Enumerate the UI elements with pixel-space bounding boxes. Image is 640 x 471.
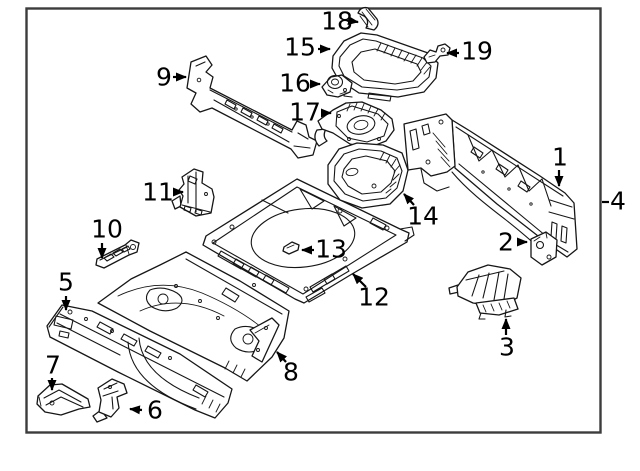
part-18-strap-bracket[interactable] [357,6,379,31]
callout-8-arrow [276,351,288,363]
part-7-channel-bracket[interactable] [36,383,91,416]
callout-13-number[interactable]: 13 [315,235,347,264]
part-3-rear-support-bracket[interactable] [448,264,522,320]
callout-3-number[interactable]: 3 [499,333,515,362]
callout-2-number[interactable]: 2 [498,228,514,257]
callout-18-number[interactable]: 18 [321,7,353,36]
callout-17-number[interactable]: 17 [289,98,321,127]
callout-12-arrow [352,273,367,288]
callout-15[interactable]: 15 [284,33,331,62]
callout-5-number[interactable]: 5 [58,268,74,297]
callout-19[interactable]: 19 [446,37,493,66]
callout-14-arrow [403,193,415,206]
callout-18-arrow [347,16,359,26]
callout-13[interactable]: 13 [301,235,347,264]
part-2-mounting-plate[interactable] [530,231,558,266]
callout-10-number[interactable]: 10 [91,215,123,244]
callout-15-number[interactable]: 15 [284,33,316,62]
callout-9-number[interactable]: 9 [156,63,172,92]
callout-5[interactable]: 5 [58,268,74,311]
callout-18[interactable]: 18 [321,7,359,36]
callout-4[interactable]: 4 [602,187,626,216]
callout-1[interactable]: 1 [552,143,568,187]
part-12-rear-floor-pan[interactable] [202,178,415,304]
callout-7-number[interactable]: 7 [45,351,61,380]
callout-1-number[interactable]: 1 [552,143,568,172]
callout-11-number[interactable]: 11 [142,178,174,207]
part-14-under-floor-tub[interactable] [327,142,409,209]
part-9-crossmember[interactable] [186,55,318,159]
part-5-side-member-panel[interactable] [46,304,233,419]
callout-16-number[interactable]: 16 [279,69,311,98]
part-6-corner-bracket[interactable] [92,378,128,423]
part-19-hook-clip[interactable] [423,43,451,64]
part-17-clamp-bracket[interactable] [314,101,395,149]
callout-8[interactable]: 8 [276,351,299,387]
callout-6-number[interactable]: 6 [147,396,163,425]
callout-4-number[interactable]: 4 [610,187,626,216]
callout-17[interactable]: 17 [289,98,332,127]
part-10-rail-bracket[interactable] [95,239,140,269]
callout-12-number[interactable]: 12 [358,283,390,312]
callout-6[interactable]: 6 [129,396,163,425]
callout-10[interactable]: 10 [91,215,123,259]
callout-7[interactable]: 7 [45,351,61,391]
part-8-center-floor-pan[interactable] [97,251,290,382]
callout-19-number[interactable]: 19 [461,37,493,66]
callout-16[interactable]: 16 [279,69,321,98]
diagram-border [25,7,602,434]
callout-3[interactable]: 3 [499,318,515,362]
callout-14-number[interactable]: 14 [407,202,439,231]
part-13-floor-clip[interactable] [282,241,300,255]
callout-11[interactable]: 11 [142,178,184,207]
callout-12[interactable]: 12 [352,273,390,312]
callout-9[interactable]: 9 [156,63,187,92]
part-1-rear-body-panel[interactable] [403,113,578,258]
callout-14[interactable]: 14 [403,193,439,231]
part-16-mount-cap[interactable] [321,74,353,98]
callout-2[interactable]: 2 [498,228,528,257]
callout-8-number[interactable]: 8 [283,358,299,387]
callout-6-arrow [129,405,143,415]
